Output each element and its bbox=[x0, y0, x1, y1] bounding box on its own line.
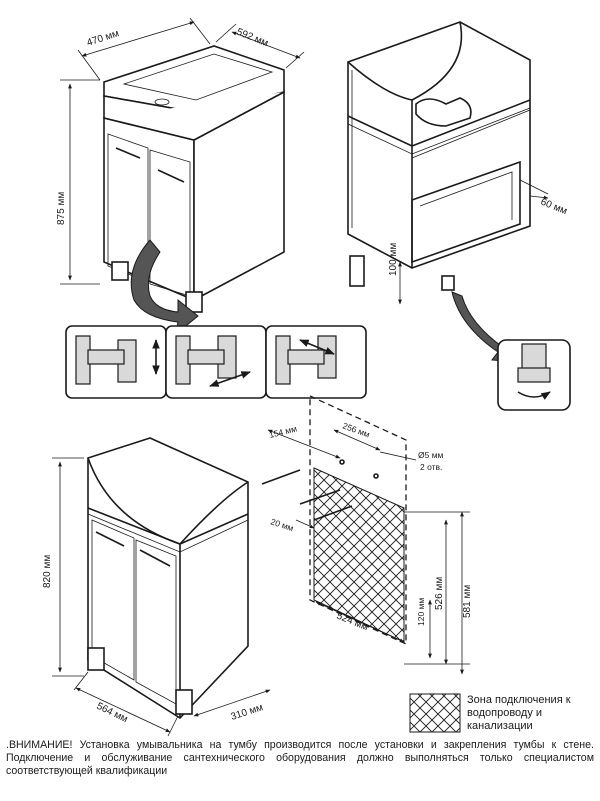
dim-leg-height: 100 мм bbox=[388, 243, 399, 276]
foot-detail bbox=[497, 339, 571, 411]
dim-top-width: 592 мм bbox=[235, 27, 270, 50]
dim-bottom-depth: 310 мм bbox=[230, 702, 265, 723]
dim-hole-diam: Ø5 мм bbox=[418, 450, 444, 460]
cabinet-bottom bbox=[52, 437, 271, 737]
adjust-arrow bbox=[130, 239, 199, 336]
dim-256: 256 мм bbox=[341, 420, 371, 439]
dim-hole-count: 2 отв. bbox=[420, 462, 442, 472]
dim-20: 20 мм bbox=[269, 516, 295, 533]
legend-swatch bbox=[409, 693, 461, 733]
dim-120: 120 мм bbox=[416, 598, 426, 626]
dim-581: 581 мм bbox=[462, 585, 473, 618]
dim-top-height: 875 мм bbox=[56, 192, 67, 225]
hinge-panels bbox=[65, 325, 367, 399]
dim-154: 154 мм bbox=[268, 423, 298, 440]
dim-offset: 60 мм bbox=[539, 197, 569, 218]
open-cabinet bbox=[347, 21, 549, 305]
warning-text: .ВНИМАНИЕ! Установка умывальника на тумб… bbox=[6, 739, 594, 777]
dim-bottom-height: 820 мм bbox=[42, 555, 53, 588]
wall-zone bbox=[261, 394, 470, 675]
cabinet-with-sink bbox=[60, 17, 305, 313]
dim-526: 526 мм bbox=[434, 577, 445, 610]
legend-label: Зона подключения к водопроводу и канализ… bbox=[467, 694, 571, 732]
